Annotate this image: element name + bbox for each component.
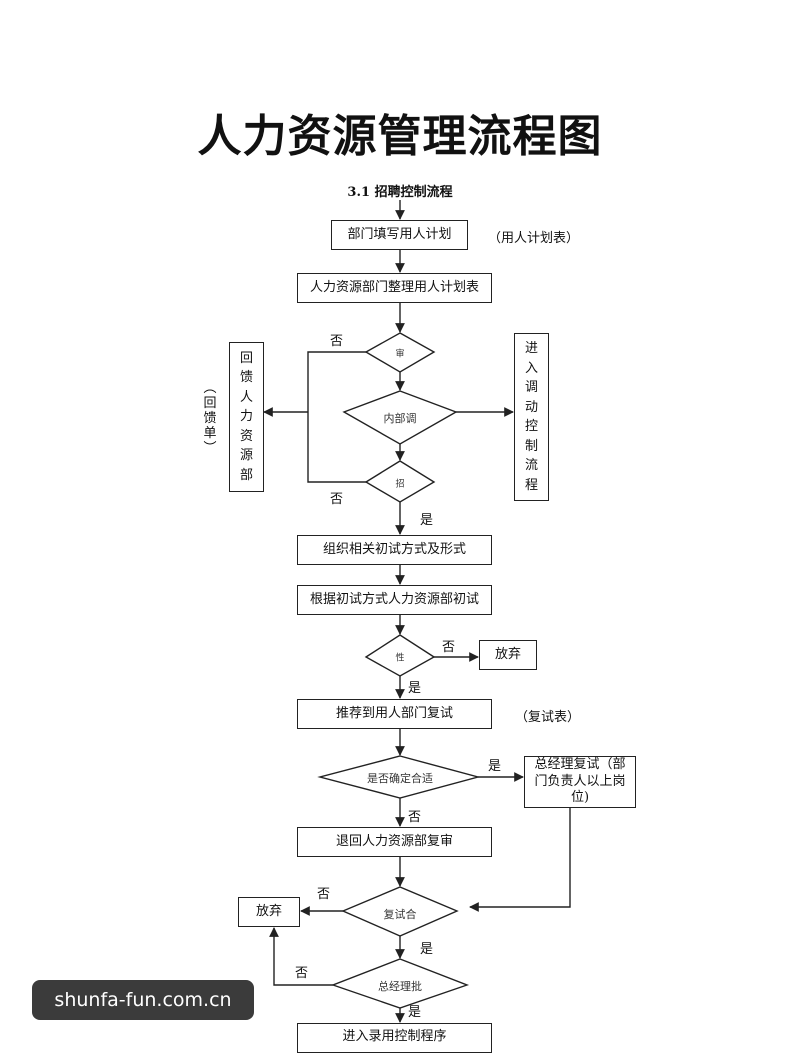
watermark-badge: shunfa-fun.com.cn [32, 980, 254, 1020]
edge-label-yes: 是 [408, 681, 422, 696]
step-enter-hiring: 进入录用控制程序 [297, 1023, 492, 1053]
step-gm-retest: 总经理复试（部门负责人以上岗位) [524, 756, 636, 808]
decision-diamond-5 [317, 755, 481, 799]
step-dept-fill-plan: 部门填写用人计划 [331, 220, 468, 250]
decision-diamond-6 [341, 886, 459, 937]
decision-diamond-2 [342, 390, 458, 445]
diamond-2-text: 内部调 [383, 412, 417, 425]
page-title: 人力资源管理流程图 [197, 111, 603, 162]
edge-label-no: 否 [330, 492, 344, 507]
step-abandon-1: 放弃 [479, 640, 537, 670]
edge-label-no: 否 [317, 887, 331, 902]
decision-diamond-1 [364, 332, 436, 373]
edge-label-no: 否 [408, 810, 422, 825]
step-initial-test: 根据初试方式人力资源部初试 [297, 585, 492, 615]
step-hr-organize-plan: 人力资源部门整理用人计划表 [297, 273, 492, 303]
diamond-3-text: 招 [395, 479, 405, 490]
step-organize-interview: 组织相关初试方式及形式 [297, 535, 492, 565]
step-abandon-2: 放弃 [238, 897, 300, 927]
step-return-hr: 退回人力资源部复审 [297, 827, 492, 857]
edge-label-no: 否 [330, 334, 344, 349]
diamond-5-text: 是否确定合适 [367, 772, 433, 785]
diamond-4-text: 性 [395, 653, 405, 664]
edge-label-no: 否 [295, 966, 309, 981]
decision-diamond-4 [364, 634, 436, 677]
note-plan-form: （用人计划表） [488, 231, 580, 246]
edge-label-yes: 是 [488, 759, 502, 774]
edge-label-yes: 是 [420, 513, 434, 528]
note-feedback-form: ︵回馈单︶ [203, 381, 217, 456]
edge-label-yes: 是 [408, 1005, 422, 1020]
step-feedback-hr: 回馈人力资源部 [229, 342, 264, 492]
edge-label-no: 否 [442, 640, 456, 655]
decision-diamond-3 [364, 460, 436, 503]
edge-label-yes: 是 [420, 942, 434, 957]
step-transfer-process: 进入调动控制流程 [514, 333, 549, 501]
diamond-7-text: 总经理批 [378, 980, 422, 993]
step-recommend-retest: 推荐到用人部门复试 [297, 699, 492, 729]
section-heading: 3.1 招聘控制流程 [347, 185, 453, 200]
diamond-1-text: 审 [395, 349, 405, 360]
diamond-6-text: 复试合 [383, 908, 417, 921]
note-retest-form: （复试表） [515, 710, 581, 725]
decision-diamond-7 [330, 958, 470, 1009]
